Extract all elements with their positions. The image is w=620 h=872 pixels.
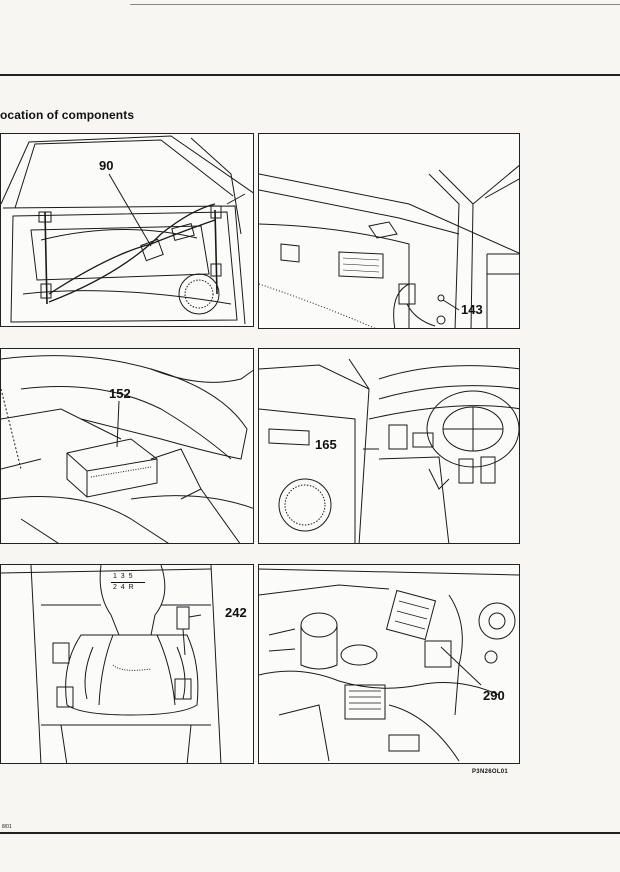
callout-90: 90 bbox=[99, 158, 114, 173]
illustration-engine-bay: 290 bbox=[258, 564, 520, 764]
illustration-door-window-regulator: 90 bbox=[0, 133, 254, 327]
top-edge-rule bbox=[130, 4, 620, 5]
illustration-dashboard-interior: 165 bbox=[258, 348, 520, 544]
gear-pattern-divider bbox=[111, 582, 145, 583]
illustration-under-seat-module: 152 bbox=[0, 348, 254, 544]
callout-143: 143 bbox=[461, 302, 483, 317]
illustration-a-pillar-connector: 143 bbox=[258, 133, 520, 329]
top-rule bbox=[0, 74, 620, 76]
figure-reference: P3N26OL01 bbox=[472, 769, 509, 775]
callout-165: 165 bbox=[315, 437, 337, 452]
section-title: ocation of components bbox=[0, 108, 135, 122]
callout-290: 290 bbox=[483, 688, 505, 703]
illustration-center-console: 1 3 5 2 4 R 242 bbox=[0, 564, 254, 764]
bottom-rule bbox=[0, 832, 620, 834]
callout-152: 152 bbox=[109, 386, 131, 401]
gear-pattern-top: 1 3 5 bbox=[113, 573, 133, 580]
page-number: 8/01 bbox=[2, 824, 12, 830]
gear-pattern-bottom: 2 4 R bbox=[113, 584, 134, 591]
callout-242: 242 bbox=[225, 605, 247, 620]
